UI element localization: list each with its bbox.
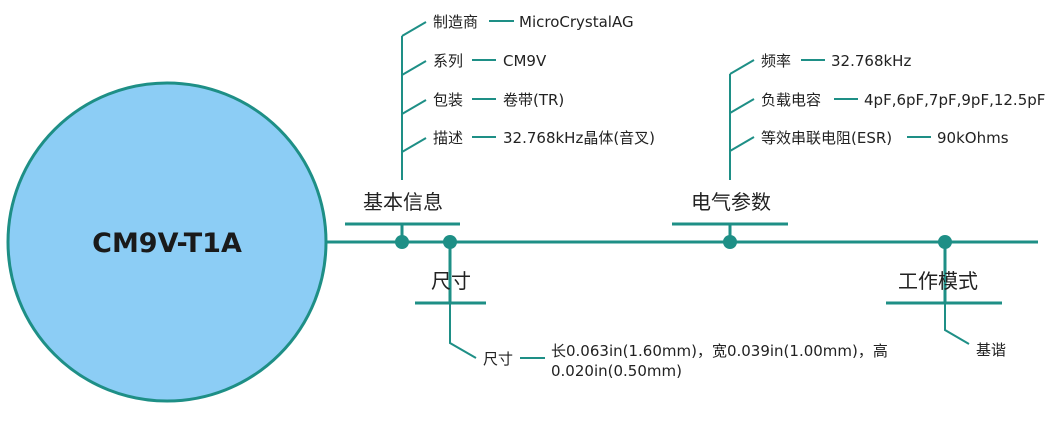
- size-value-line1: 长0.063in(1.60mm)，宽0.039in(1.00mm)，高: [551, 342, 888, 360]
- basic-info-connector-3: [401, 99, 427, 115]
- basic-info-connector-2: [401, 60, 427, 76]
- electrical-value-load-capacitance: 4pF,6pF,7pF,9pF,12.5pF: [864, 91, 1045, 109]
- electrical-key-frequency: 频率: [761, 52, 791, 70]
- electrical-key-load-capacitance: 负载电容: [761, 91, 821, 109]
- mode-key: 基谐: [976, 341, 1006, 359]
- basic-info-connector-1: [401, 21, 427, 37]
- electrical-value-esr: 90kOhms: [937, 129, 1009, 147]
- basic-info-value-series: CM9V: [503, 52, 547, 70]
- basic-info-value-description: 32.768kHz晶体(音叉): [503, 129, 655, 147]
- basic-info-title: 基本信息: [363, 190, 443, 214]
- electrical-title: 电气参数: [691, 190, 771, 214]
- electrical-connector-2: [729, 98, 755, 114]
- electrical-connector-1: [729, 59, 755, 75]
- basic-info-key-manufacturer: 制造商: [433, 13, 478, 31]
- basic-info-connector-4: [401, 137, 427, 153]
- mode-connector: [944, 303, 970, 345]
- basic-info-value-packaging: 卷带(TR): [503, 91, 564, 109]
- size-value-line2: 0.020in(0.50mm): [551, 362, 682, 380]
- size-title: 尺寸: [431, 269, 471, 293]
- size-key: 尺寸: [483, 350, 513, 368]
- basic-info-key-packaging: 包装: [433, 91, 463, 109]
- center-node-label: CM9V-T1A: [92, 228, 242, 259]
- mode-title: 工作模式: [898, 269, 978, 293]
- electrical-connector-3: [729, 136, 755, 152]
- electrical-value-frequency: 32.768kHz: [831, 52, 911, 70]
- basic-info-key-description: 描述: [433, 129, 463, 147]
- basic-info-value-manufacturer: MicroCrystalAG: [519, 13, 634, 31]
- basic-info-key-series: 系列: [433, 52, 463, 70]
- size-connector: [449, 303, 477, 359]
- electrical-key-esr: 等效串联电阻(ESR): [761, 129, 892, 147]
